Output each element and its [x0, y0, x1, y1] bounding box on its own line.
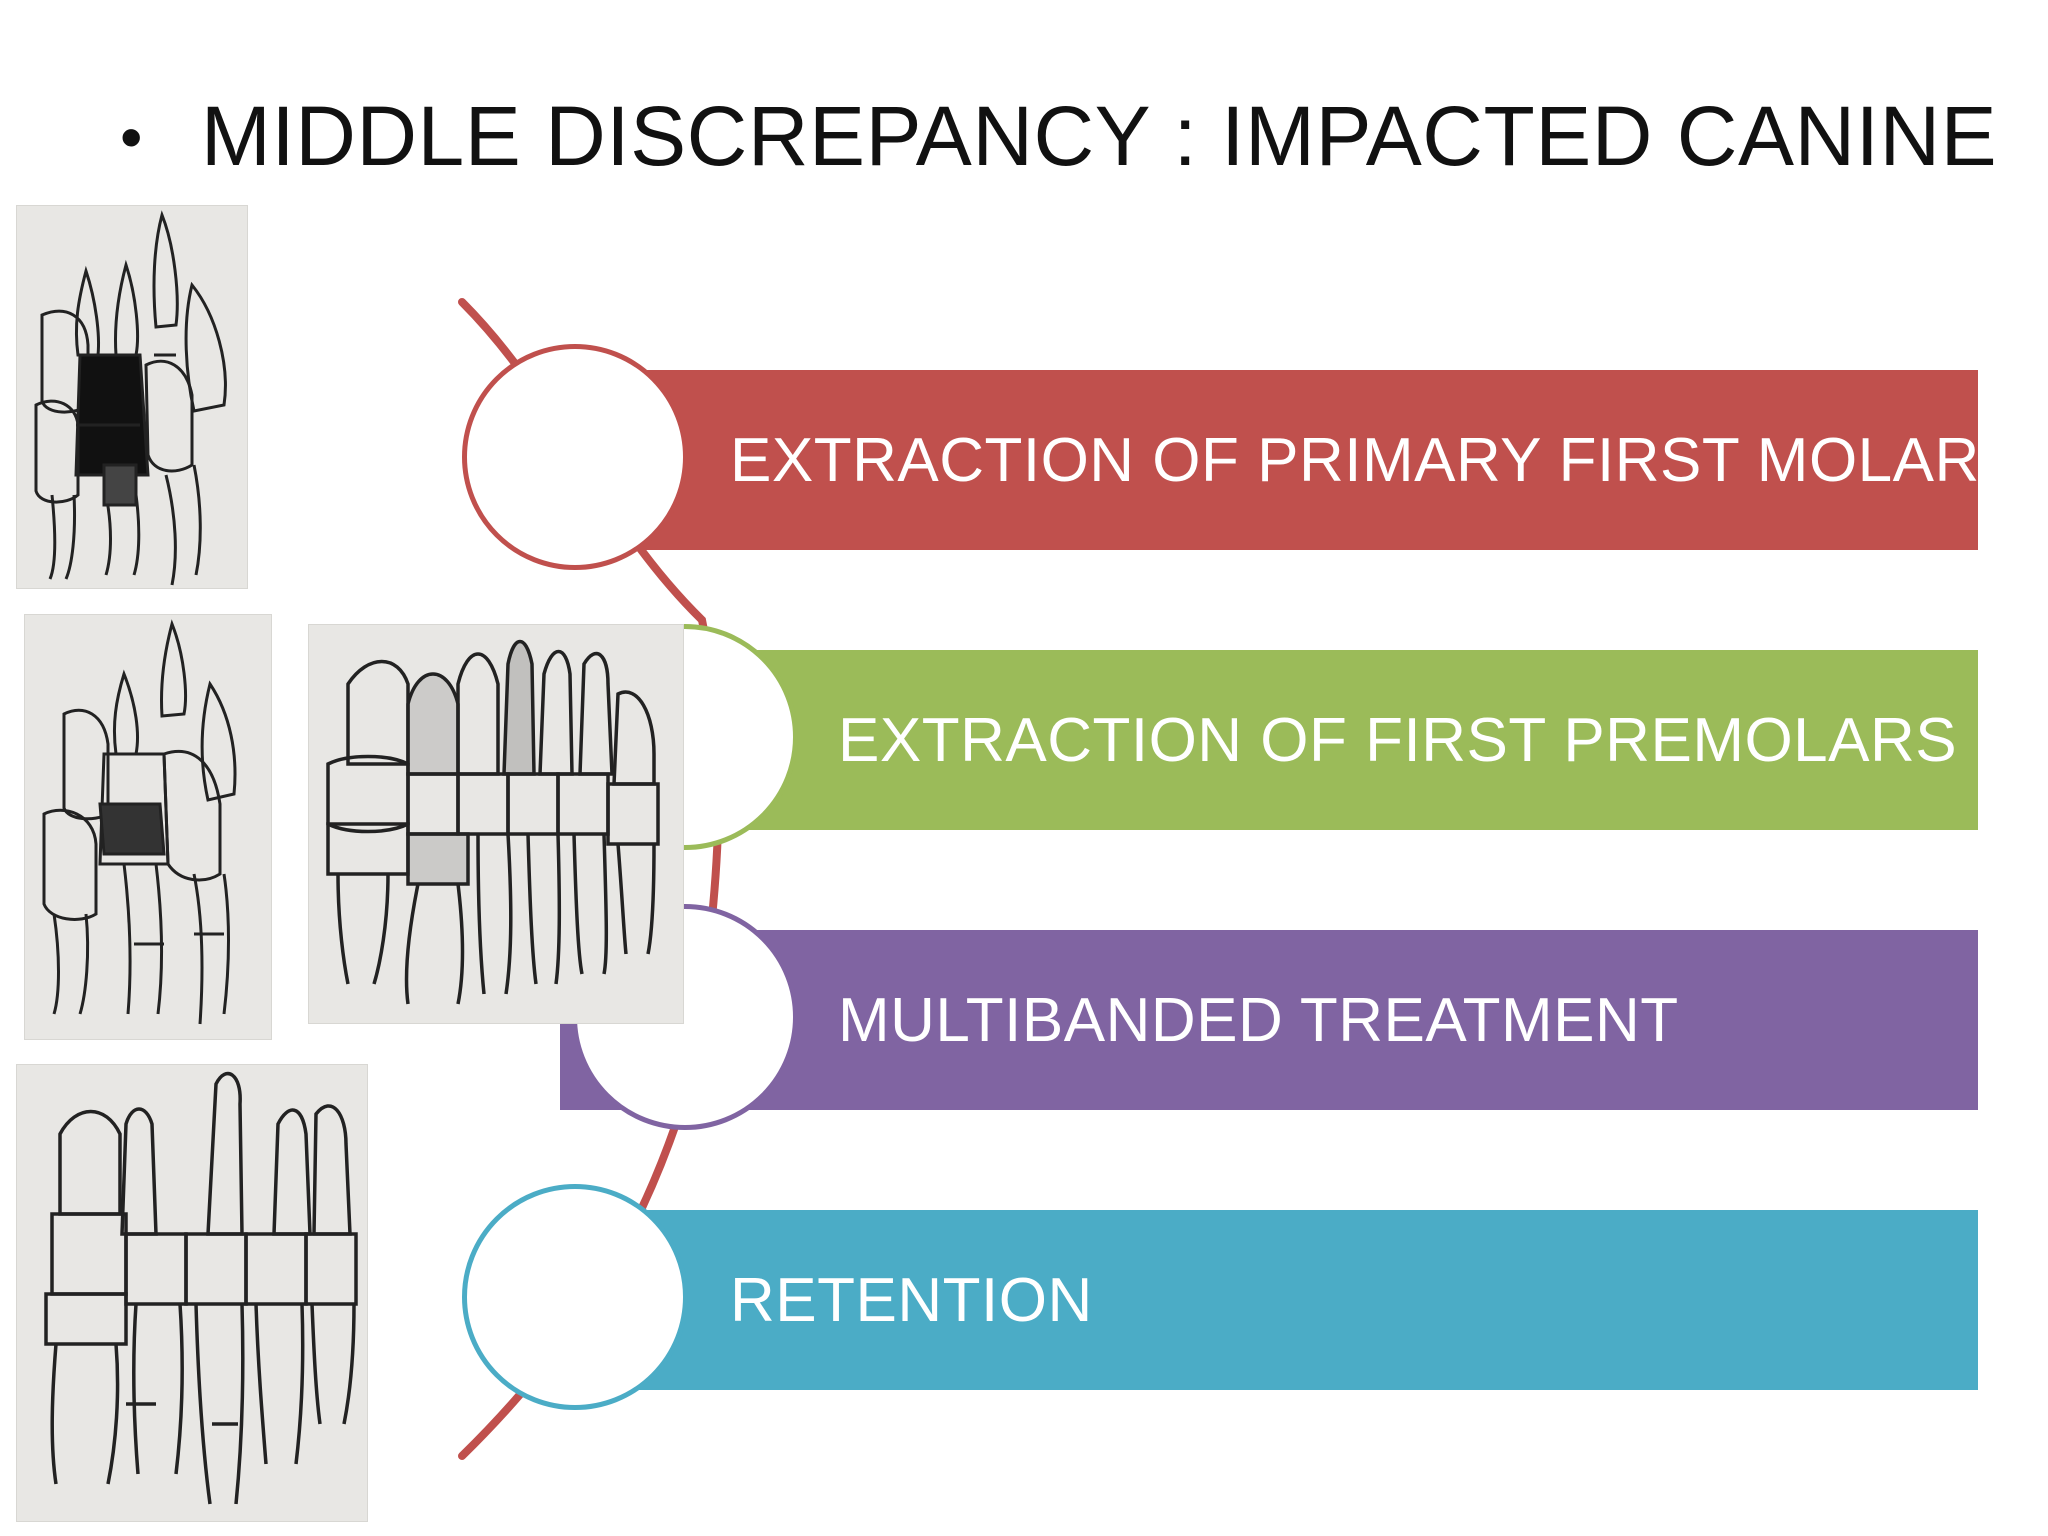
step-circle-4 — [462, 1184, 688, 1410]
slide-title: • MIDDLE DISCREPANCY : IMPACTED CANINE — [120, 88, 1997, 185]
bullet-icon: • — [120, 100, 143, 173]
step-bar-1: EXTRACTION OF PRIMARY FIRST MOLARS — [560, 370, 2021, 550]
step-label-4: RETENTION — [730, 1265, 1093, 1335]
step-bar-4: RETENTION — [560, 1210, 1978, 1390]
step-label-3: MULTIBANDED TREATMENT — [838, 985, 1679, 1055]
step-circle-1 — [462, 344, 688, 570]
tooth-image-3 — [308, 624, 684, 1024]
tooth-image-2 — [24, 614, 272, 1040]
step-label-2: EXTRACTION OF FIRST PREMOLARS — [838, 705, 1958, 775]
title-text: MIDDLE DISCREPANCY : IMPACTED CANINE — [200, 89, 1998, 183]
step-label-1: EXTRACTION OF PRIMARY FIRST MOLARS — [730, 425, 2022, 495]
tooth-image-1 — [16, 205, 248, 589]
tooth-image-4 — [16, 1064, 368, 1522]
